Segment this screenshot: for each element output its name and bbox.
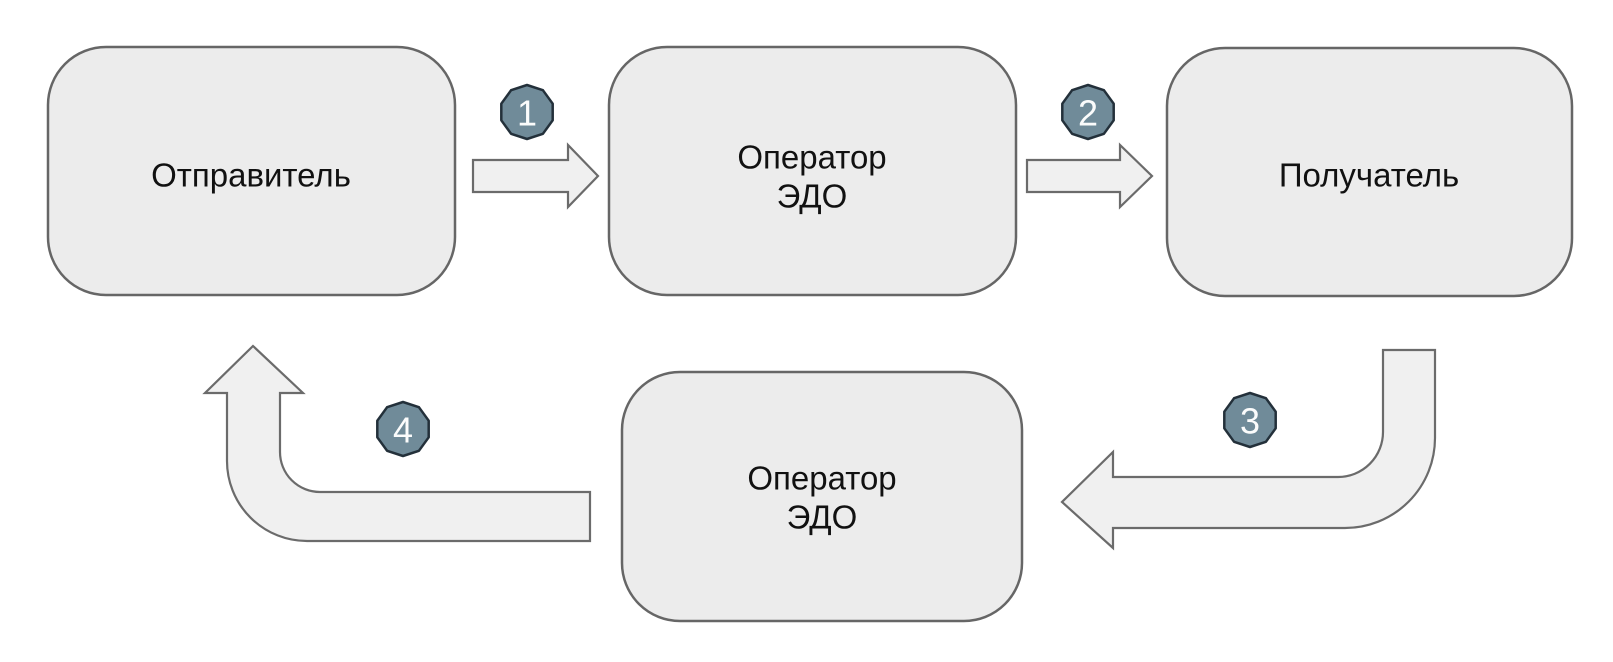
node-edo-operator-top-label-line1: Оператор <box>737 139 886 176</box>
node-edo-operator-bottom-box <box>620 370 1024 623</box>
arrow-right-step2-icon <box>1025 142 1154 210</box>
arrow-right-step1-icon <box>471 142 600 210</box>
step-badge-1: 1 <box>500 83 554 141</box>
step-badge-3: 3 <box>1223 391 1277 449</box>
decagon-badge-icon <box>1223 391 1277 449</box>
node-receiver: Получатель <box>1165 46 1574 298</box>
step-badge-4-number: 4 <box>393 410 413 451</box>
node-receiver-box <box>1165 46 1574 298</box>
node-edo-operator-top: Оператор ЭДО <box>607 45 1018 297</box>
node-edo-operator-top-box <box>607 45 1018 297</box>
decagon-badge-icon <box>500 83 554 141</box>
node-sender-label: Отправитель <box>151 157 351 194</box>
arrow-bent-step4-icon <box>202 344 592 543</box>
node-edo-operator-bottom-label-line1: Оператор <box>747 460 896 497</box>
arrow-bent-step3-icon <box>1060 348 1437 551</box>
step-badge-3-number: 3 <box>1240 401 1260 442</box>
node-sender: Отправитель <box>46 45 457 297</box>
step-badge-2-number: 2 <box>1078 93 1098 134</box>
step-badge-1-number: 1 <box>517 93 537 134</box>
node-edo-operator-bottom-label-line2: ЭДО <box>787 499 858 536</box>
node-edo-operator-top-label-line2: ЭДО <box>777 178 848 215</box>
decagon-badge-icon <box>1061 83 1115 141</box>
node-sender-box <box>46 45 457 297</box>
node-receiver-label: Получатель <box>1279 157 1459 194</box>
step-badge-4: 4 <box>376 400 430 458</box>
node-edo-operator-bottom: Оператор ЭДО <box>620 370 1024 623</box>
step-badge-2: 2 <box>1061 83 1115 141</box>
decagon-badge-icon <box>376 400 430 458</box>
